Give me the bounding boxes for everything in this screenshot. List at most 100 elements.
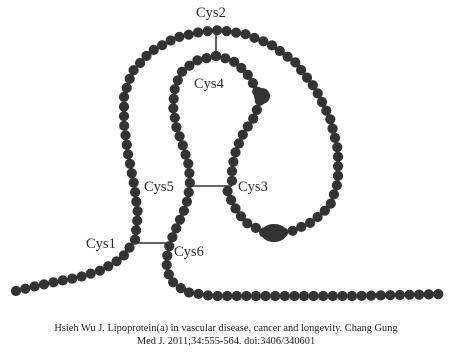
amino-acid-bead bbox=[184, 287, 194, 297]
amino-acid-bead bbox=[333, 171, 343, 181]
amino-acid-bead bbox=[193, 27, 203, 37]
amino-acid-bead bbox=[171, 223, 181, 233]
amino-acid-bead bbox=[184, 187, 194, 197]
amino-acid-bead bbox=[132, 216, 142, 226]
amino-acid-bead bbox=[328, 124, 338, 134]
amino-acid-bead bbox=[203, 290, 213, 300]
amino-acid-bead bbox=[227, 176, 237, 186]
label-cys6: Cys6 bbox=[174, 244, 204, 260]
amino-acid-bead bbox=[299, 291, 309, 301]
amino-acid-bead bbox=[332, 180, 342, 190]
amino-acid-bead bbox=[120, 130, 130, 140]
label-cys5: Cys5 bbox=[144, 179, 174, 195]
amino-acid-bead bbox=[280, 291, 290, 301]
amino-acid-bead bbox=[167, 232, 177, 242]
amino-acid-bead bbox=[77, 271, 87, 281]
citation-line-1: Hsieh Wu J. Lipoprotein(a) in vascular d… bbox=[0, 323, 452, 336]
amino-acid-bead bbox=[226, 195, 236, 205]
amino-acid-bead bbox=[309, 291, 319, 301]
amino-acid-bead bbox=[170, 84, 180, 94]
amino-acid-bead bbox=[251, 291, 261, 301]
amino-acid-bead bbox=[213, 291, 223, 301]
amino-acid-bead bbox=[178, 140, 188, 150]
amino-acid-bead bbox=[395, 290, 405, 300]
amino-acid-bead bbox=[241, 291, 251, 301]
label-cys1: Cys1 bbox=[86, 236, 116, 252]
amino-acid-bead bbox=[169, 94, 179, 104]
amino-acid-bead bbox=[184, 30, 194, 40]
amino-acid-bead bbox=[261, 291, 271, 301]
amino-acid-bead bbox=[231, 27, 241, 37]
amino-acid-bead bbox=[337, 291, 347, 301]
amino-acid-bead bbox=[202, 53, 212, 63]
amino-acid-bead bbox=[122, 83, 132, 93]
amino-acid-bead bbox=[58, 275, 68, 285]
amino-acid-bead bbox=[39, 279, 49, 289]
amino-acid-bead bbox=[184, 168, 194, 178]
amino-acid-bead bbox=[238, 130, 248, 140]
label-cys2: Cys2 bbox=[196, 5, 226, 21]
amino-acid-bead bbox=[86, 269, 96, 279]
amino-acid-bead bbox=[133, 206, 143, 216]
amino-acid-bead bbox=[404, 290, 414, 300]
amino-acid-bead bbox=[222, 26, 232, 36]
amino-acid-bead bbox=[119, 111, 129, 121]
amino-acid-bead bbox=[234, 138, 244, 148]
amino-acid-bead bbox=[296, 222, 306, 232]
amino-acid-bead bbox=[376, 290, 386, 300]
amino-acid-bead bbox=[181, 150, 191, 160]
amino-acid-bead bbox=[168, 103, 178, 113]
amino-acid-bead bbox=[182, 197, 192, 207]
amino-acid-bead bbox=[48, 277, 58, 287]
amino-acid-bead bbox=[249, 33, 259, 43]
amino-acid-bead bbox=[193, 289, 203, 299]
amino-acid-bead bbox=[175, 131, 185, 141]
amino-acid-bead bbox=[11, 286, 21, 296]
amino-acid-bead bbox=[328, 291, 338, 301]
amino-acid-bead bbox=[318, 291, 328, 301]
amino-acid-bead bbox=[67, 274, 77, 284]
amino-acid-bead bbox=[166, 35, 176, 45]
amino-acid-bead bbox=[321, 106, 331, 116]
amino-acid-bead bbox=[174, 32, 184, 42]
amino-acid-bead bbox=[119, 121, 129, 131]
amino-acid-bead bbox=[123, 149, 133, 159]
amino-acid-bead bbox=[332, 142, 342, 152]
amino-acid-bead bbox=[366, 291, 376, 301]
amino-acid-bead bbox=[228, 157, 238, 167]
amino-acid-bead bbox=[175, 215, 185, 225]
amino-acid-bead bbox=[203, 26, 213, 36]
amino-acid-bead bbox=[333, 161, 343, 171]
amino-acid-bead bbox=[240, 29, 250, 39]
amino-acid-bead bbox=[433, 289, 443, 299]
amino-acid-bead bbox=[333, 152, 343, 162]
amino-acid-bead bbox=[131, 225, 141, 235]
amino-acid-bead bbox=[227, 166, 237, 176]
amino-acid-bead bbox=[131, 197, 141, 207]
amino-acid-bead bbox=[329, 189, 339, 199]
amino-acid-bead bbox=[162, 251, 172, 261]
amino-acid-bead bbox=[330, 133, 340, 143]
amino-acid-bead bbox=[222, 291, 232, 301]
amino-acid-bead bbox=[305, 218, 315, 228]
amino-acid-bead bbox=[220, 53, 230, 63]
amino-acid-bead bbox=[212, 25, 222, 35]
amino-acid-bead bbox=[347, 291, 357, 301]
amino-acid-bead bbox=[129, 178, 139, 188]
citation-line-2: Med J. 2011;34:555-564. doi:3406/340601 bbox=[0, 336, 452, 349]
amino-acid-bead bbox=[162, 260, 172, 270]
amino-acid-bead bbox=[232, 291, 242, 301]
amino-acid-bead bbox=[122, 140, 132, 150]
amino-acid-bead bbox=[20, 284, 30, 294]
amino-acid-bead bbox=[119, 102, 129, 112]
amino-acid-bead bbox=[171, 122, 181, 132]
amino-acid-bead bbox=[183, 159, 193, 169]
amino-acid-cluster bbox=[254, 88, 270, 104]
amino-acid-bead bbox=[179, 206, 189, 216]
amino-acid-bead bbox=[119, 92, 129, 102]
amino-acid-bead bbox=[289, 291, 299, 301]
amino-acid-bead bbox=[270, 291, 280, 301]
label-cys4: Cys4 bbox=[194, 76, 225, 92]
amino-acid-bead bbox=[230, 147, 240, 157]
